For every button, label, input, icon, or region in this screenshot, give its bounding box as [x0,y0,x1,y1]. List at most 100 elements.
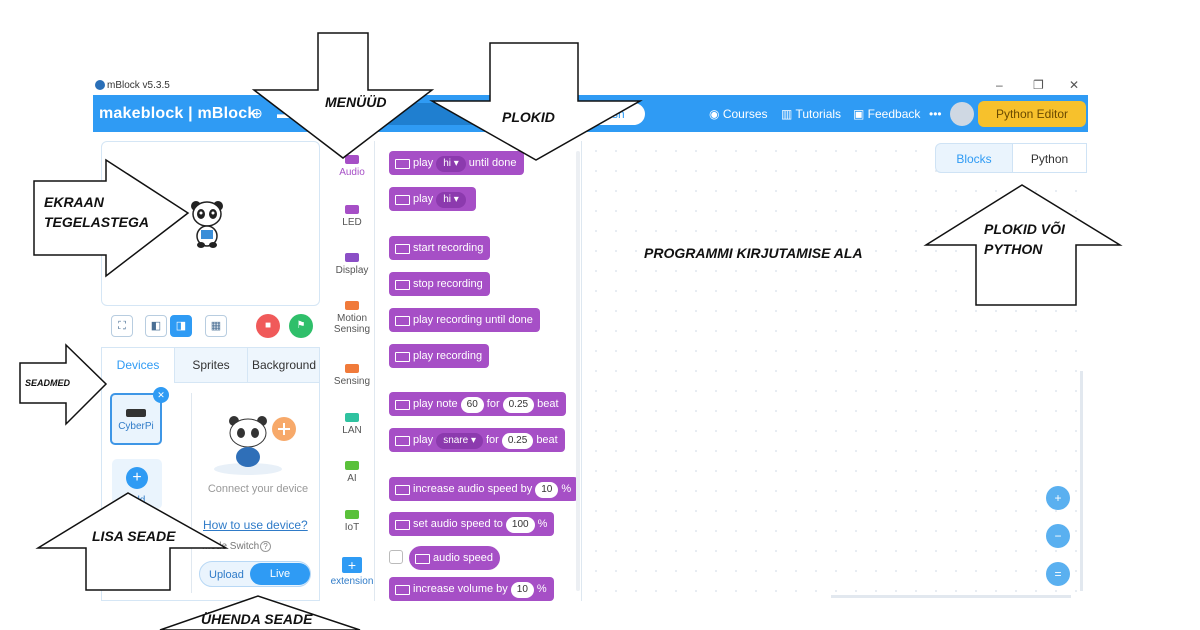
category-label: AI [347,473,357,484]
annotation-ekraan: EKRAAN TEGELASTEGA [44,194,150,230]
avatar[interactable] [950,102,974,126]
category-extension[interactable]: + extension [329,557,375,587]
python-editor-button[interactable]: Python Editor [978,101,1086,127]
volume-input[interactable]: 10 [510,582,534,598]
grid-icon[interactable]: ▦ [205,315,227,337]
large-stage-icon[interactable]: ◨ [170,315,192,337]
category-led[interactable]: LED [329,205,375,228]
how-to-link[interactable]: How to use device? [203,518,308,532]
block-stop-recording[interactable]: stop recording [389,272,490,296]
block-text: start recording [413,242,484,254]
ekraan-arrow [33,158,190,278]
lisa-seade-arrow [35,492,229,591]
block-text: play note [413,398,458,410]
category-sensing[interactable]: Sensing [329,364,375,387]
zoom-in-icon[interactable]: + [1046,486,1070,510]
devices-panel: CyberPi ✕ + add Connect your device How … [101,383,320,601]
help-icon[interactable]: ? [260,541,271,552]
courses-link[interactable]: ◉ Courses [709,107,768,121]
divider [191,393,192,593]
courses-label: Courses [722,107,768,121]
block-text: play [413,157,434,169]
panda-sprite[interactable] [190,200,224,248]
audio-speed-checkbox[interactable] [389,550,403,564]
category-iot[interactable]: IoT [329,510,375,533]
python-arrow [923,184,1123,306]
more-menu[interactable]: ••• [929,107,942,121]
stop-button[interactable]: ■ [256,314,280,338]
tab-blocks[interactable]: Blocks [935,143,1013,173]
script-canvas[interactable]: + − = [586,141,1087,601]
note-input[interactable]: 60 [460,397,484,413]
tab-sprites[interactable]: Sprites [175,348,248,383]
category-display[interactable]: Display [329,253,375,276]
sound-dropdown[interactable]: hi ▾ [436,192,466,208]
block-text: increase audio speed by [413,483,533,495]
lan-icon [345,413,359,422]
close-icon[interactable]: ✕ [1069,78,1080,92]
fullscreen-icon[interactable]: ⛶ [111,315,133,337]
category-audio[interactable]: Audio [329,155,375,178]
tab-python[interactable]: Python [1013,143,1087,173]
feedback-link[interactable]: ▣ Feedback [853,107,921,121]
block-play-recording[interactable]: play recording [389,344,490,368]
extension-plus-icon: + [342,557,362,573]
drum-dropdown[interactable]: snare ▾ [436,433,483,449]
globe-icon[interactable]: ⊕ [251,105,263,121]
category-motion-sensing[interactable]: Motion Sensing [329,301,375,335]
block-text: % [536,583,547,595]
tab-devices[interactable]: Devices [102,348,175,383]
device-tile-cyberpi[interactable]: CyberPi [110,393,162,445]
block-text: audio speed [433,552,493,564]
window-titlebar: mBlock v5.3.5 – ❐ ✕ [93,76,1088,95]
category-lan[interactable]: LAN [329,413,375,436]
uhenda-seade-arrow [159,595,361,630]
category-label: LED [342,217,362,228]
block-text: increase volume by [413,583,508,595]
live-mode[interactable]: Live [250,563,310,585]
canvas-vscrollbar[interactable] [1080,371,1083,591]
seadmed-arrow [19,343,108,426]
block-text: for [486,434,499,446]
palette-scrollbar[interactable] [576,151,580,591]
annotation-menuud: MENÜÜD [325,94,387,110]
tutorials-link[interactable]: ▥ Tutorials [781,107,842,121]
speed-input[interactable]: 10 [535,482,559,498]
beats-input[interactable]: 0.25 [502,397,535,413]
zoom-reset-icon[interactable]: = [1046,562,1070,586]
maximize-icon[interactable]: ❐ [1033,78,1044,92]
motion-sensing-icon [345,301,359,310]
remove-device-icon[interactable]: ✕ [153,387,169,403]
speed-input[interactable]: 100 [505,517,535,533]
category-ai[interactable]: AI [329,461,375,484]
led-icon [345,205,359,214]
minimize-icon[interactable]: – [996,78,1003,92]
green-flag-button[interactable]: ⚑ [289,314,313,338]
canvas-scrollbar[interactable] [831,595,1071,598]
small-stage-icon[interactable]: ◧ [145,315,167,337]
category-label: extension [330,576,374,587]
block-audio-speed-reporter[interactable]: audio speed [409,546,500,570]
sprite-tabs: Devices Sprites Background [101,347,320,383]
mode-toggle[interactable]: Upload Live [199,561,311,587]
annotation-seadmed: SEADMED [25,378,71,388]
sound-dropdown[interactable]: hi ▾ [436,156,466,172]
zoom-out-icon[interactable]: − [1046,524,1070,548]
plus-icon: + [126,467,148,489]
category-label: Motion Sensing [333,313,371,335]
upload-mode[interactable]: Upload [209,569,244,581]
beats-input[interactable]: 0.25 [501,433,534,449]
tab-background[interactable]: Background [251,358,317,372]
window-title: mBlock v5.3.5 [107,80,170,91]
block-play-recording-until-done[interactable]: play recording until done [389,308,540,332]
block-start-recording[interactable]: start recording [389,236,491,260]
block-text: % [537,518,548,530]
